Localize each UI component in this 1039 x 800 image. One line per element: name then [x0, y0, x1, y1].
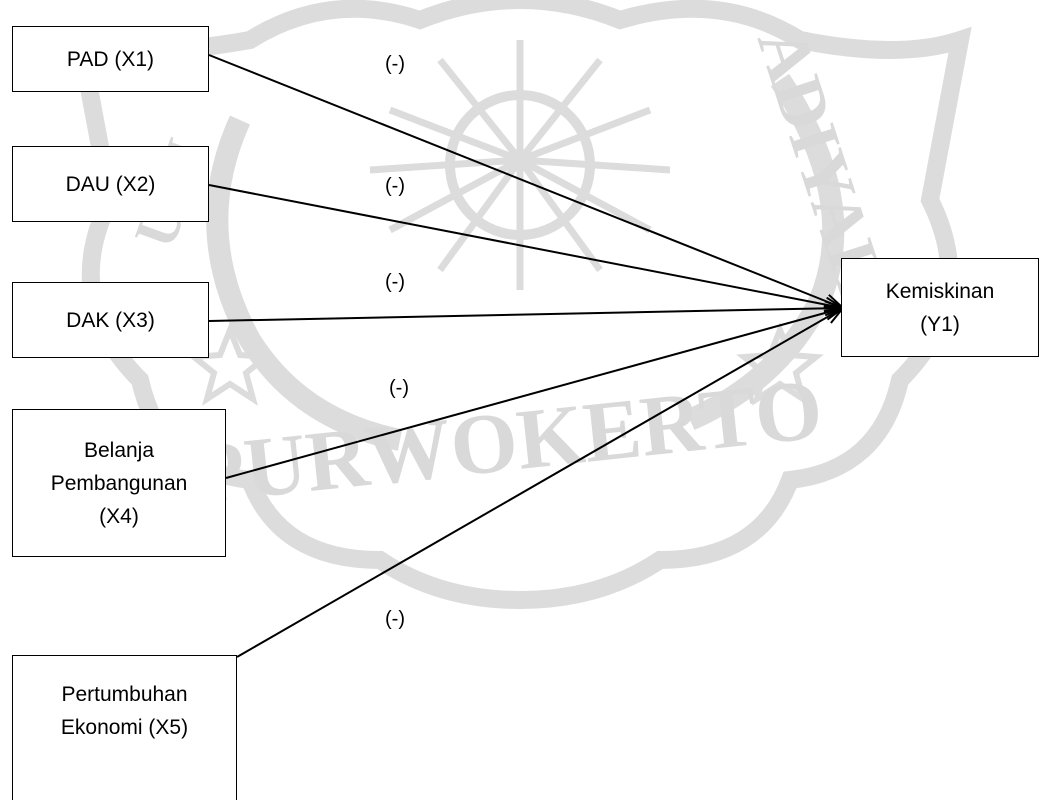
node-kemiskinan-y1: Kemiskinan (Y1)	[841, 258, 1039, 357]
node-text: DAU (X2)	[66, 168, 156, 201]
edge-x2-to-y1	[208, 184, 844, 309]
node-label-line: (Y1)	[920, 312, 960, 336]
node-label-line: PAD (X1)	[66, 47, 155, 71]
edge-label-x3: (-)	[385, 271, 405, 293]
node-pad-x1: PAD (X1)	[12, 26, 209, 92]
node-label-line: Pembangunan	[50, 471, 188, 495]
node-label-line: DAU (X2)	[65, 172, 156, 196]
node-dak-x3: DAK (X3)	[12, 282, 209, 358]
edge-x4-to-y1	[225, 307, 844, 479]
node-dau-x2: DAU (X2)	[12, 146, 209, 222]
edge-x1-to-y1	[208, 54, 844, 309]
node-label-line: DAK (X3)	[66, 308, 155, 332]
node-label-line: Kemiskinan	[885, 279, 995, 303]
node-text: Kemiskinan (Y1)	[886, 275, 995, 341]
node-label-line: Belanja	[83, 438, 155, 462]
edge-label-x1: (-)	[385, 53, 405, 75]
node-text: DAK (X3)	[66, 304, 155, 337]
node-text: PAD (X1)	[67, 43, 154, 76]
edge-label-x2: (-)	[385, 175, 405, 197]
edge-x5-to-y1	[236, 307, 844, 658]
edge-label-x4: (-)	[389, 377, 409, 399]
node-label-line: Pertumbuhan	[61, 683, 188, 706]
edge-label-x5: (-)	[385, 608, 405, 630]
node-label-line: (X4)	[99, 504, 139, 528]
edge-x3-to-y1	[208, 307, 844, 322]
node-label-line: Ekonomi (X5)	[60, 716, 189, 739]
